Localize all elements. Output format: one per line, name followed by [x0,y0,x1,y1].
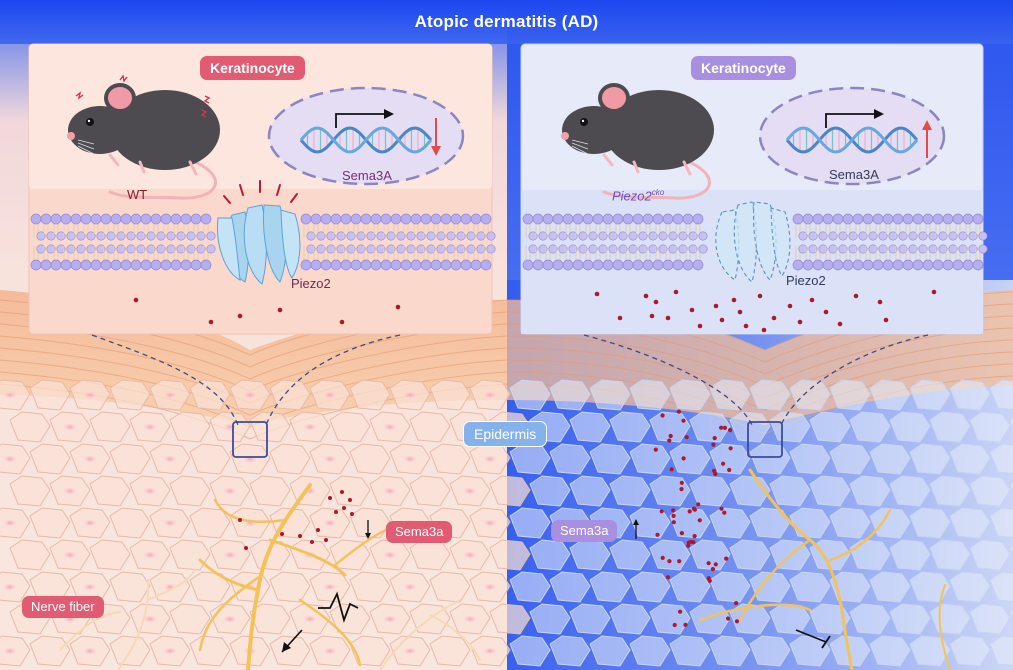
epidermis-badge: Epidermis [463,421,548,447]
nerve-fibers-right [698,468,951,670]
left-channel-label: Piezo2 [291,276,331,291]
left-sema3a-badge: Sema3a [386,521,453,543]
down-arrow-icon [431,118,441,156]
right-header-badge: Keratinocyte [691,56,796,80]
zoom-box-left [232,421,268,458]
zoom-line-left-a [91,334,239,426]
cko-label-main: Piezo2 [612,188,652,204]
signal-arrow-icon [281,629,303,653]
right-panel-graphics [520,43,988,335]
mouse-cko-icon [561,83,714,200]
nucleus-right [758,86,946,186]
membrane-right [522,213,988,271]
up-arrow-icon [922,120,932,158]
zoom-box-right [747,421,783,458]
membrane-left [30,213,496,271]
left-panel-graphics [28,43,496,335]
dna-icon [785,126,919,154]
inhibition-icon [795,629,831,649]
sema3a-down-arrow-icon [365,520,371,539]
cko-label-sup: cko [651,188,665,197]
itch-marks-icon [75,74,211,118]
transcription-arrow-icon [825,113,874,128]
action-potential-icon [318,591,359,623]
figure-title: Atopic dermatitis (AD) [414,12,599,31]
transcription-arrow-icon [335,113,384,128]
sema3a-molecules-panels [133,289,937,333]
sema3a-molecules-skin [238,409,740,628]
dna-icon [299,126,433,154]
activation-marks-icon [223,180,298,204]
sema3a-up-arrow-icon [633,519,639,539]
left-header-badge: Keratinocyte [200,56,305,80]
wt-label: WT [127,187,148,202]
mouse-wt-icon [67,83,220,200]
cko-label: Piezo2cko [612,188,664,203]
nerve-fiber-badge: Nerve fiber [22,596,104,618]
zoom-line-right-a [583,334,753,426]
top-band [0,0,1013,44]
right-sema3a-badge: Sema3a [551,520,618,542]
piezo2-channel-icon [216,204,301,285]
right-channel-label: Piezo2 [786,273,826,288]
zoom-line-left-b [265,334,401,426]
left-gene-label: Sema3A [342,168,392,183]
right-gene-label: Sema3A [829,167,879,182]
nucleus-left [267,86,465,186]
piezo2-deleted-channel-icon [715,201,791,283]
